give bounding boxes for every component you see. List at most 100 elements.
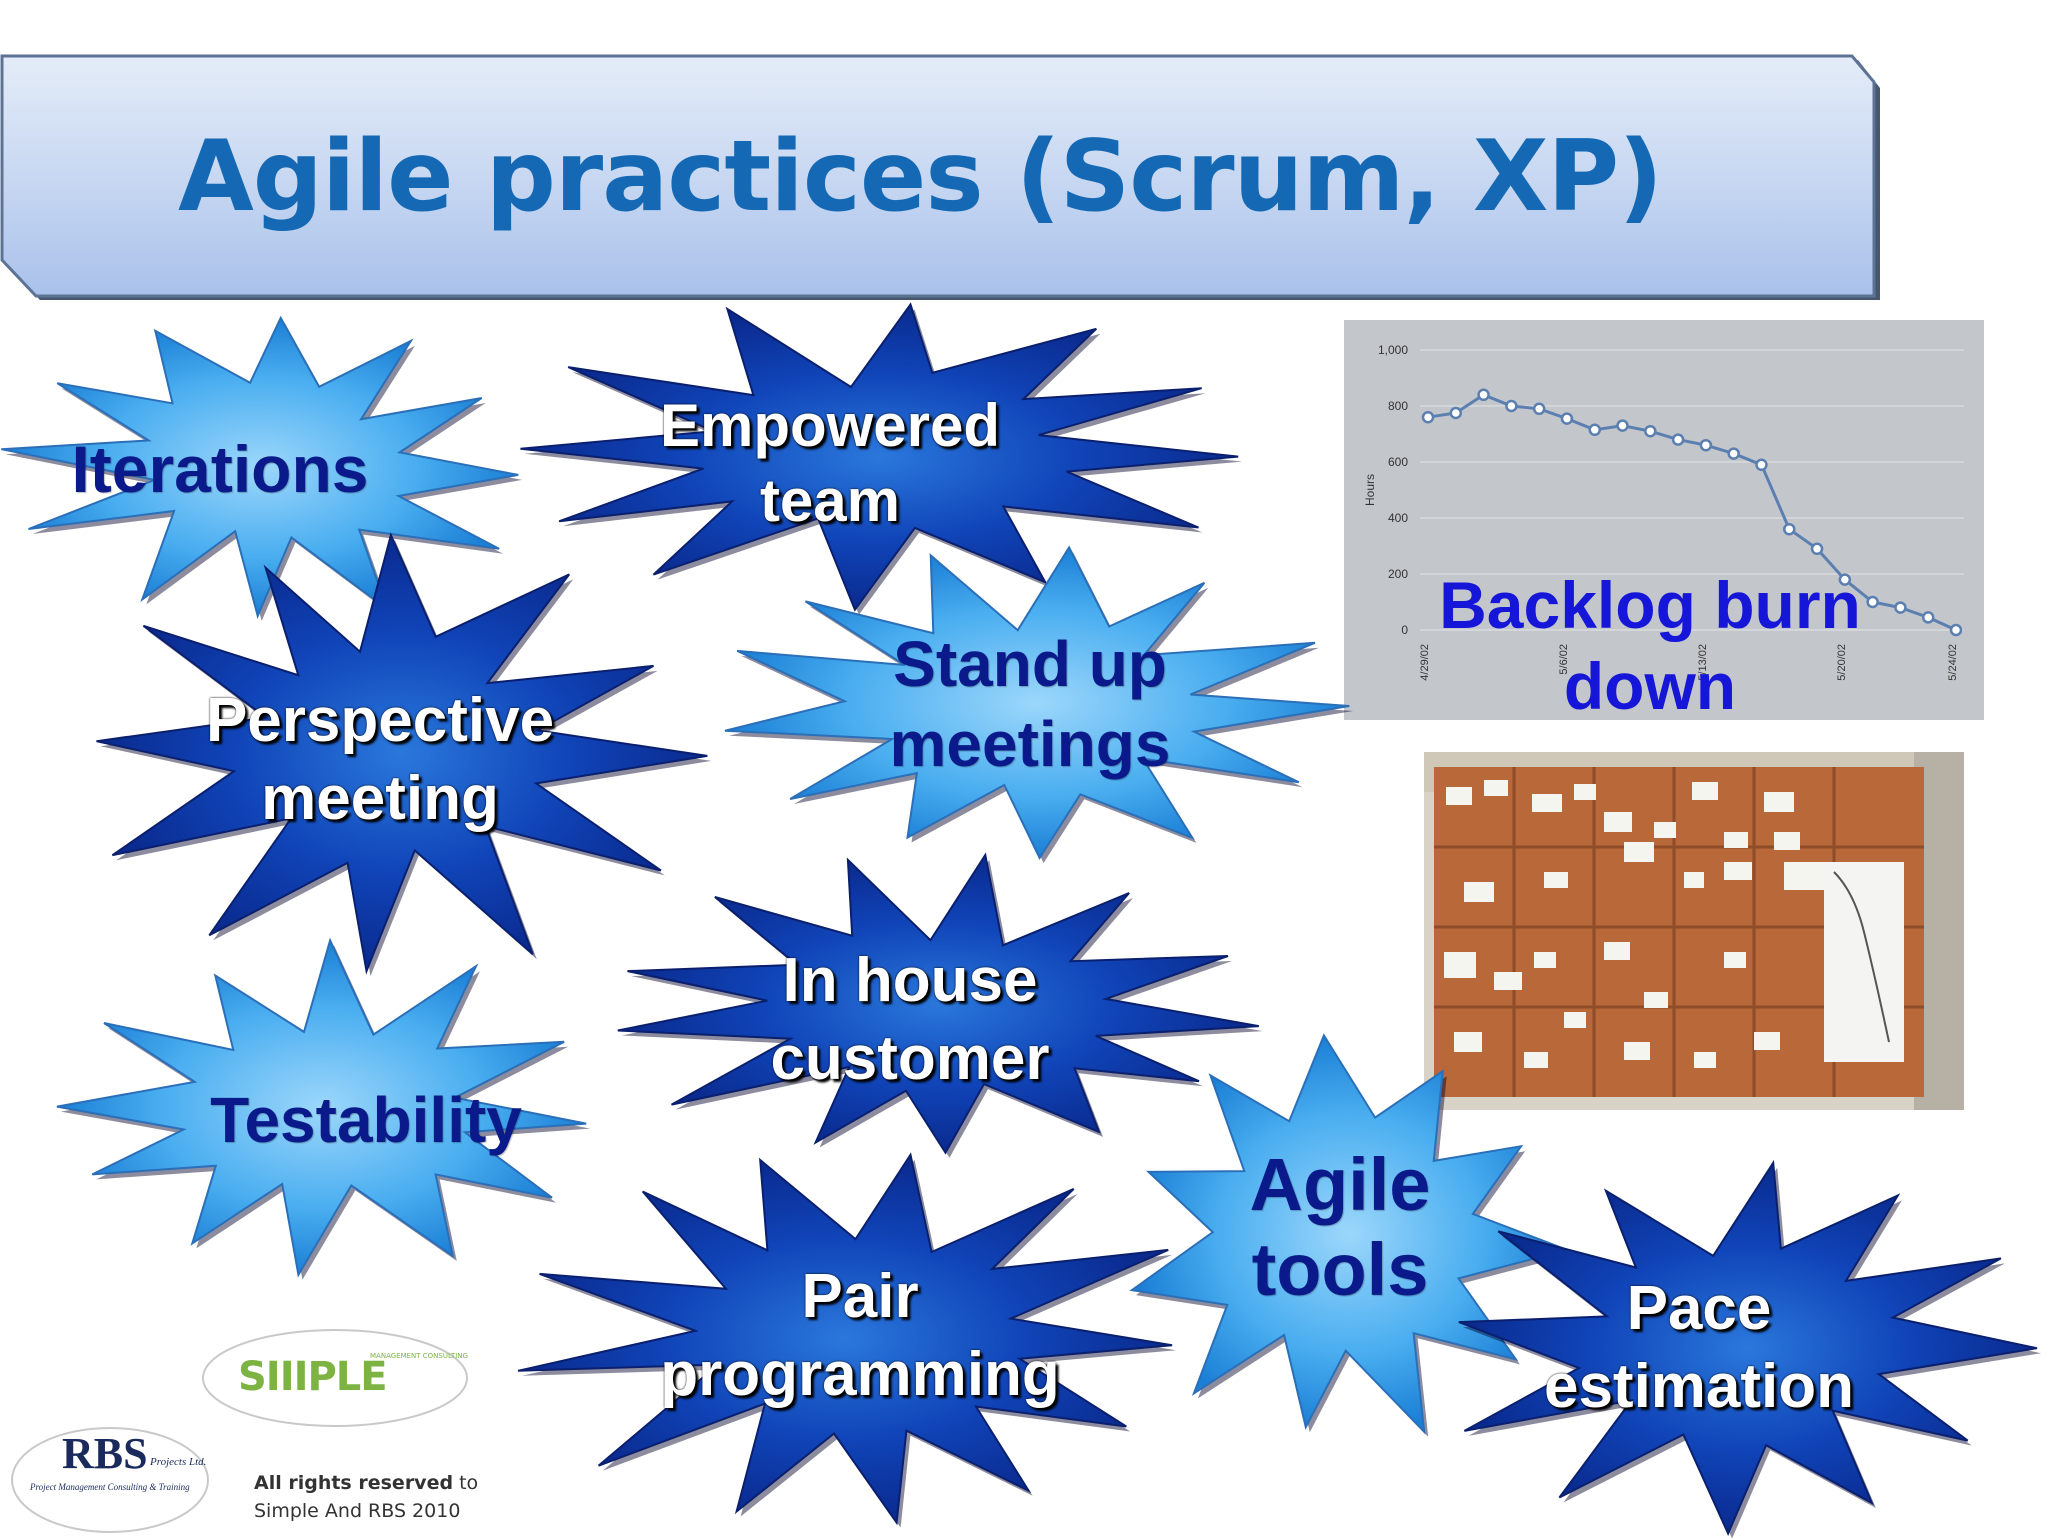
simple-logo: SIIIPLE	[238, 1354, 388, 1400]
data-point	[1755, 458, 1768, 472]
burndown-caption: Backlog burn down	[1400, 565, 1900, 726]
logo-shapes	[11, 1329, 468, 1533]
practice-label-line: In house	[782, 946, 1038, 1015]
data-point	[1671, 433, 1685, 446]
data-point	[1921, 611, 1935, 624]
practice-label-line: estimation	[1543, 1351, 1855, 1421]
rights-bold: All rights reserved	[254, 1472, 454, 1494]
practice-label-line: Empowered	[659, 392, 1001, 459]
burst-shape	[56, 937, 591, 1280]
data-point	[1449, 406, 1463, 420]
practice-label-line: Stand up	[893, 628, 1167, 700]
practice-label-line: programming	[660, 1339, 1060, 1409]
burst-perspective-meeting: Perspective meeting	[70, 520, 712, 980]
burst-stand-up-meetings: Stand up meetings	[700, 540, 1360, 870]
practice-in-house-customer-label: In house customer	[570, 942, 1250, 1097]
burst-body	[1458, 1159, 2038, 1536]
burst-shape	[1458, 1159, 2041, 1539]
burst-shape	[1129, 1033, 1572, 1437]
burst-shape	[517, 1152, 1177, 1528]
practice-label-line: Testability	[210, 1084, 522, 1156]
y-tick-label: 600	[1388, 455, 1408, 469]
practice-stand-up-meetings-label: Stand up meetings	[700, 624, 1360, 784]
data-point	[1477, 388, 1490, 402]
practice-testability-label: Testability	[86, 1080, 646, 1160]
copyright-notice: All rights reserved to Simple And RBS 20…	[254, 1470, 478, 1525]
rbs-logo-subtext: Projects Ltd.	[150, 1456, 207, 1468]
burst-body	[96, 532, 708, 975]
data-point	[1588, 423, 1601, 437]
burst-body	[724, 545, 1350, 861]
rbs-logo-tagline: Project Management Consulting & Training	[30, 1482, 190, 1492]
practice-pace-estimation-label: Pace estimation	[1390, 1270, 2008, 1425]
practice-label-line: team	[759, 467, 901, 534]
practice-label-line: meeting	[261, 763, 499, 833]
burst-in-house-customer: In house customer	[600, 850, 1280, 1170]
y-tick-label: 400	[1388, 511, 1408, 525]
burst-pace-estimation: Pace estimation	[1430, 1150, 2048, 1539]
simple-logo-subtext: MANAGEMENT CONSULTING	[370, 1352, 468, 1360]
practice-label-line: tools	[1251, 1228, 1429, 1312]
burst-body	[617, 852, 1259, 1155]
data-point	[1421, 410, 1435, 424]
y-axis-label: Hours	[1363, 474, 1377, 506]
practice-perspective-meeting-label: Perspective meeting	[60, 682, 700, 837]
data-point	[1505, 399, 1518, 413]
practice-label-line: Pace	[1626, 1274, 1772, 1343]
data-point	[1560, 412, 1574, 425]
burst-body	[520, 302, 1239, 612]
burst-shape	[96, 532, 712, 977]
data-point	[1699, 438, 1713, 452]
data-point	[1866, 595, 1879, 609]
y-tick-label: 0	[1401, 623, 1408, 637]
practice-label-line: Agile	[1249, 1143, 1431, 1226]
practice-empowered-team-label: Empowered team	[430, 388, 1230, 538]
data-point	[1644, 424, 1657, 438]
x-tick-label: 4/29/02	[1419, 644, 1431, 681]
x-tick-label: 5/24/02	[1947, 644, 1959, 681]
burst-testability: Testability	[50, 937, 610, 1280]
burst-empowered-team: Empowered team	[480, 290, 1280, 615]
burst-body	[1129, 1033, 1571, 1435]
y-tick-label: 1,000	[1378, 343, 1408, 357]
page-title: Agile practices (Scrum, XP)	[177, 120, 1663, 234]
practice-label-line: customer	[770, 1023, 1050, 1093]
data-point	[1616, 419, 1629, 432]
burndown-caption-line-1: Backlog burn	[1439, 568, 1861, 642]
y-tick-label: 800	[1388, 399, 1408, 413]
practice-label-line: meetings	[889, 708, 1171, 780]
burst-iterations: Iterations	[0, 300, 540, 630]
data-point	[1783, 522, 1796, 536]
footer-logos: SIIIPLE MANAGEMENT CONSULTING RBS Projec…	[10, 1310, 480, 1536]
x-tick-label: 5/20/02	[1836, 644, 1848, 681]
practice-pair-programming-label: Pair programming	[510, 1258, 1210, 1413]
data-point	[1949, 623, 1963, 637]
data-point	[1532, 402, 1546, 416]
burst-shape	[617, 852, 1263, 1158]
burst-body	[517, 1152, 1173, 1526]
rights-line-2: Simple And RBS 2010	[254, 1499, 461, 1522]
data-point	[1727, 447, 1740, 460]
burst-shape	[520, 302, 1243, 615]
burst-pair-programming: Pair programming	[510, 1130, 1210, 1536]
practice-label-line: Perspective	[205, 686, 555, 755]
burst-body	[56, 937, 587, 1278]
data-point	[1838, 573, 1852, 586]
data-point	[1894, 601, 1907, 614]
practice-label-line: Pair	[801, 1262, 919, 1331]
burst-shape	[724, 545, 1354, 863]
burst-agile-tools: Agile tools	[1110, 1030, 1572, 1450]
rights-rest: to	[453, 1472, 479, 1494]
x-tick-label: 5/6/02	[1558, 644, 1570, 675]
burndown-caption-line-2: down	[1563, 648, 1737, 723]
x-tick-label: 5/13/02	[1697, 644, 1709, 681]
rbs-logo: RBS	[62, 1429, 148, 1478]
task-board-photo	[1424, 752, 1964, 1110]
y-tick-label: 200	[1388, 567, 1408, 581]
title-banner	[0, 54, 1880, 300]
practice-iterations-label: Iterations	[0, 428, 490, 511]
practice-agile-tools-label: Agile tools	[1110, 1142, 1570, 1312]
